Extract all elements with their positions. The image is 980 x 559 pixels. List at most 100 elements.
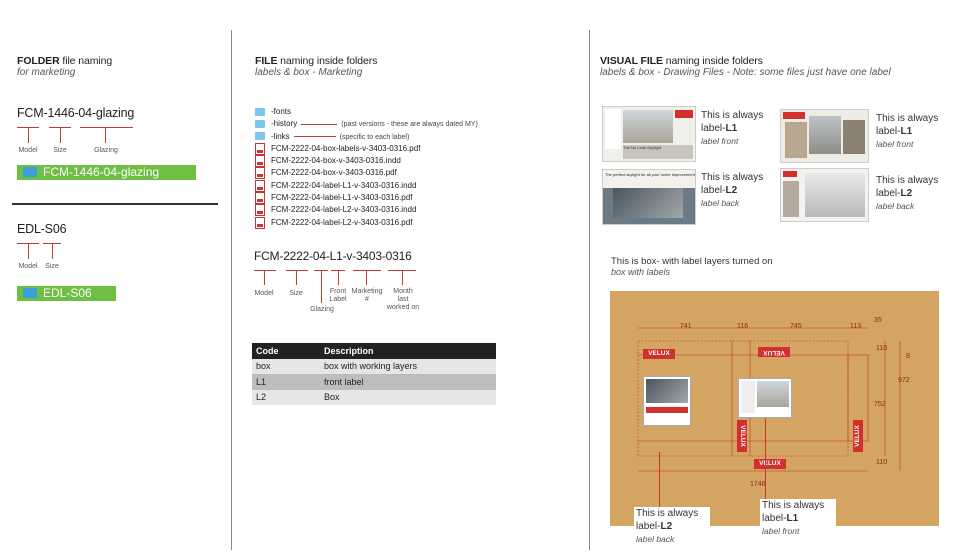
table-header: Description <box>320 343 496 359</box>
pointer-line <box>293 135 336 137</box>
label-model: Model <box>254 290 274 297</box>
section-subtitle: labels & box - Drawing Files - Note: som… <box>600 67 891 78</box>
folder-item-example-1[interactable]: FCM-1446-04-glazing <box>17 165 196 180</box>
bracket-line <box>28 243 29 259</box>
bracket-line <box>296 270 297 285</box>
label-month: Month last worked on <box>386 288 420 311</box>
section-subtitle: for marketing <box>17 67 76 78</box>
thumb-text: The perfect skylight for all your home i… <box>603 170 695 188</box>
dim-label: 113 <box>850 323 862 330</box>
dim-label: 752 <box>874 401 886 408</box>
folder-code-example-2: EDL-S06 <box>17 222 67 236</box>
file-naming-section: FILE naming inside folders labels & box … <box>255 55 575 78</box>
pdf-file-icon <box>255 216 265 229</box>
file-code-example: FCM-2222-04-L1-v-3403-0316 <box>254 249 412 263</box>
table-header-row: Code Description <box>252 343 496 359</box>
label-l1-thumbnail[interactable]: The No Leak Skylight <box>602 106 696 162</box>
dim-label: 1746 <box>750 481 766 488</box>
table-cell: L1 <box>256 376 267 387</box>
file-list: -fonts -history(past versions - these ar… <box>255 106 575 229</box>
folder-naming-section: FOLDER file naming for marketing <box>17 55 222 78</box>
section-subtitle: labels & box - Marketing <box>255 67 363 78</box>
file-row[interactable]: FCM-2222-04-label-L1-v-3403-0316.pdf <box>255 192 575 205</box>
section-title: VISUAL FILE naming inside folders <box>600 55 763 67</box>
table-cell: box <box>256 361 271 372</box>
label-l2-thumbnail[interactable]: The perfect skylight for all your home i… <box>602 169 696 225</box>
file-row-history[interactable]: -history(past versions - these are alway… <box>255 118 575 130</box>
box-subtitle: box with labels <box>611 267 671 277</box>
label-l1-thumbnail-b[interactable] <box>780 109 869 163</box>
label-model: Model <box>18 263 38 270</box>
file-row[interactable]: FCM-2222-04-label-L2-v-3403-0316.pdf <box>255 216 575 229</box>
velux-logo: VELUX <box>853 420 863 452</box>
velux-logo: VELUX <box>737 420 747 452</box>
caption-box-l2: This is always label-L2 label back <box>634 507 710 546</box>
pointer-line <box>301 123 338 125</box>
bracket-line <box>105 127 106 143</box>
file-name: FCM-2222-04-label-L1-v-3403-0316.indd <box>271 180 417 190</box>
file-row-links[interactable]: -links (specific to each label) <box>255 131 575 143</box>
arrow-line <box>659 452 660 510</box>
label-glazing: Glazing <box>310 306 334 313</box>
table-row: box box with working layers <box>252 358 496 374</box>
bracket-line <box>338 270 339 285</box>
file-row[interactable]: FCM-2222-04-label-L1-v-3403-0316.indd <box>255 179 575 192</box>
label-l2-thumbnail-b[interactable] <box>780 168 869 222</box>
section-title: FILE naming inside folders <box>255 55 378 67</box>
dim-label: 116 <box>737 323 749 330</box>
folder-icon <box>23 166 37 177</box>
caption-l1-b: This is always label-L1 label front <box>876 113 939 149</box>
dim-label: 741 <box>680 323 692 330</box>
thumb-text: The No Leak Skylight <box>623 145 693 159</box>
label-model: Model <box>18 147 38 154</box>
folder-icon <box>255 107 265 116</box>
file-row[interactable]: FCM-2222-04-box-v-3403-0316.pdf <box>255 167 575 180</box>
file-row[interactable]: FCM-2222-04-label-L2-v-3403-0316.indd <box>255 204 575 217</box>
dim-label: 110 <box>876 459 888 466</box>
table-row: L2 Box <box>252 389 496 405</box>
dim-label: 972 <box>898 377 910 384</box>
folder-code-example-1: FCM-1446-04-glazing <box>17 106 135 120</box>
label-size: Size <box>53 147 67 154</box>
box-section-heading: This is box- with label layers turned on… <box>611 256 773 277</box>
box-dieline-drawing[interactable]: 741 116 745 113 35 110 8 972 752 110 174… <box>610 291 939 526</box>
file-row-fonts[interactable]: -fonts <box>255 106 575 118</box>
pdf-file-icon <box>255 142 265 155</box>
file-row[interactable]: FCM-2222-04-box-v-3403-0316.indd <box>255 155 575 168</box>
dim-label: 35 <box>874 317 882 324</box>
indd-file-icon <box>255 179 265 192</box>
indd-file-icon <box>255 204 265 217</box>
arrow-line <box>765 418 766 500</box>
file-name: -fonts <box>271 107 292 116</box>
section-divider <box>12 203 218 205</box>
file-name: -links <box>271 131 290 141</box>
file-name: FCM-2222-04-box-labels-v-3403-0316.pdf <box>271 144 421 153</box>
file-note: (specific to each label) <box>339 133 410 141</box>
dim-label: 110 <box>876 345 888 352</box>
code-table: Code Description box box with working la… <box>252 343 496 405</box>
caption-l2-a: This is always label-L2 label back <box>701 172 764 208</box>
velux-logo: VELUX <box>643 349 675 359</box>
section-title: FOLDER file naming <box>17 55 113 67</box>
caption-l2-b: This is always label-L2 label back <box>876 175 939 211</box>
bracket-line <box>353 270 381 271</box>
box-label-l1 <box>738 378 792 418</box>
file-name: FCM-2222-04-box-v-3403-0316.pdf <box>271 168 397 178</box>
file-note: (past versions - these are always dated … <box>341 121 478 129</box>
bracket-line <box>80 127 133 128</box>
folder-item-example-2[interactable]: EDL-S06 <box>17 286 116 301</box>
table-row: L1 front label <box>252 374 496 390</box>
file-name: FCM-2222-04-box-v-3403-0316.indd <box>271 156 401 166</box>
folder-icon <box>23 287 37 298</box>
label-front-label: Front Label <box>329 288 347 303</box>
dim-label: 745 <box>790 323 802 330</box>
pdf-file-icon <box>255 167 265 180</box>
file-row[interactable]: FCM-2222-04-box-labels-v-3403-0316.pdf <box>255 142 575 155</box>
dim-label: 8 <box>906 353 910 360</box>
velux-logo: VELUX <box>758 347 790 357</box>
file-name: FCM-2222-04-label-L1-v-3403-0316.pdf <box>271 193 413 203</box>
column-divider-2 <box>589 30 590 550</box>
label-size: Size <box>45 263 59 270</box>
caption-l1-a: This is always label-L1 label front <box>701 110 764 146</box>
file-name: FCM-2222-04-label-L2-v-3403-0316.indd <box>271 205 417 215</box>
